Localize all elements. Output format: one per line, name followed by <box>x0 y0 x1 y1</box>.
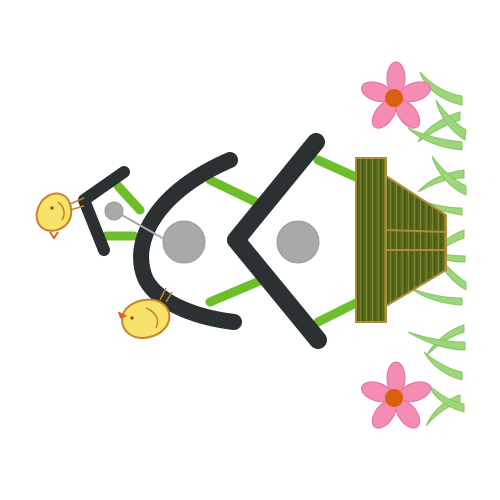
house-roofs <box>78 133 327 349</box>
house-post <box>355 157 447 323</box>
hole-large <box>276 220 320 264</box>
roof-large <box>227 133 327 349</box>
hole-small <box>104 201 124 221</box>
hole-middle <box>162 220 206 264</box>
entrance-holes <box>104 201 320 264</box>
bird-top <box>35 192 85 240</box>
roof-small <box>78 166 130 256</box>
perch <box>119 213 167 241</box>
flower-bottom <box>361 361 431 429</box>
bird-bottom <box>117 287 173 340</box>
house-walls <box>101 155 363 327</box>
roof-middle <box>133 152 242 330</box>
flower-top <box>361 61 431 129</box>
